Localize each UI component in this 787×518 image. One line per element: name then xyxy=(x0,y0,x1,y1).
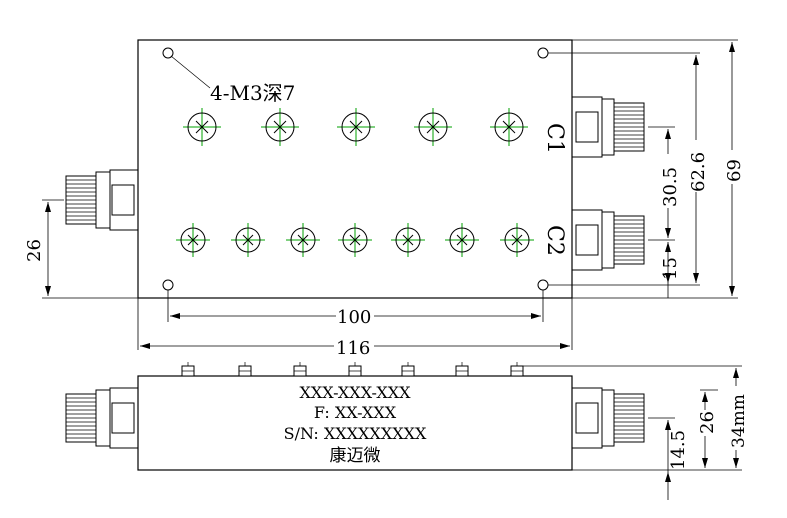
mount-hole-top-left xyxy=(162,47,174,59)
dim-side-port-height: 14.5 xyxy=(668,430,689,470)
tuning-screw xyxy=(445,223,479,257)
tuning-screw xyxy=(500,223,534,257)
side-input-connector xyxy=(65,387,139,449)
port-c1-label: C1 xyxy=(542,123,567,154)
model-label: XXX-XXX-XXX xyxy=(299,383,411,402)
tuner-stub xyxy=(293,362,307,377)
frequency-label: F: XX-XXX xyxy=(314,403,397,422)
tuning-screw xyxy=(337,108,375,146)
tuning-screws-row-2 xyxy=(176,223,534,257)
mount-holes-note: 4-M3深7 xyxy=(210,81,295,105)
dim-hole-spacing-width: 100 xyxy=(337,307,371,328)
dim-hole-spacing-height: 62.6 xyxy=(688,152,709,192)
top-view-dimensions: 26 100 116 30.5 15 xyxy=(24,39,745,359)
brand-label: 康迈微 xyxy=(330,446,381,466)
side-output-connector xyxy=(571,387,645,449)
tuning-screw xyxy=(338,223,372,257)
tuner-stub xyxy=(348,362,362,377)
top-view: 4-M3深7 xyxy=(65,39,645,299)
dim-port-c1-height: 30.5 xyxy=(660,167,681,207)
side-view-dimensions: 14.5 26 34mm xyxy=(520,365,749,500)
tuning-screw xyxy=(490,108,528,146)
side-view-body xyxy=(137,375,573,471)
input-connector xyxy=(65,169,139,231)
tuner-stubs xyxy=(181,362,524,377)
tuner-stub xyxy=(455,362,469,377)
tuning-screw xyxy=(261,108,299,146)
dim-total-width: 116 xyxy=(336,338,370,359)
tuning-screw xyxy=(231,223,265,257)
tuning-screw xyxy=(414,108,452,146)
port-c2-label: C2 xyxy=(542,225,567,256)
dim-port-c2-height: 15 xyxy=(660,257,681,280)
dim-side-connector-height: 26 xyxy=(697,411,718,434)
serial-label: S/N: XXXXXXXXX xyxy=(284,424,427,443)
dim-total-height: 69 xyxy=(724,159,745,182)
port-c1-connector xyxy=(571,96,645,158)
tuning-screw xyxy=(286,223,320,257)
tuner-stub xyxy=(181,362,195,377)
tuning-screw xyxy=(391,223,425,257)
tuner-stub xyxy=(401,362,415,377)
tuner-stub xyxy=(238,362,252,377)
tuner-stub xyxy=(510,362,524,377)
side-view: XXX-XXX-XXX F: XX-XXX S/N: XXXXXXXXX 康迈微 xyxy=(65,362,645,471)
port-c2-connector xyxy=(571,209,645,271)
dim-input-port-height: 26 xyxy=(24,239,45,262)
tuning-screws-row-1 xyxy=(183,108,528,146)
dim-side-total-height: 34mm xyxy=(729,394,749,448)
tuning-screw xyxy=(183,108,221,146)
tuning-screw xyxy=(176,223,210,257)
top-view-body xyxy=(137,39,573,299)
